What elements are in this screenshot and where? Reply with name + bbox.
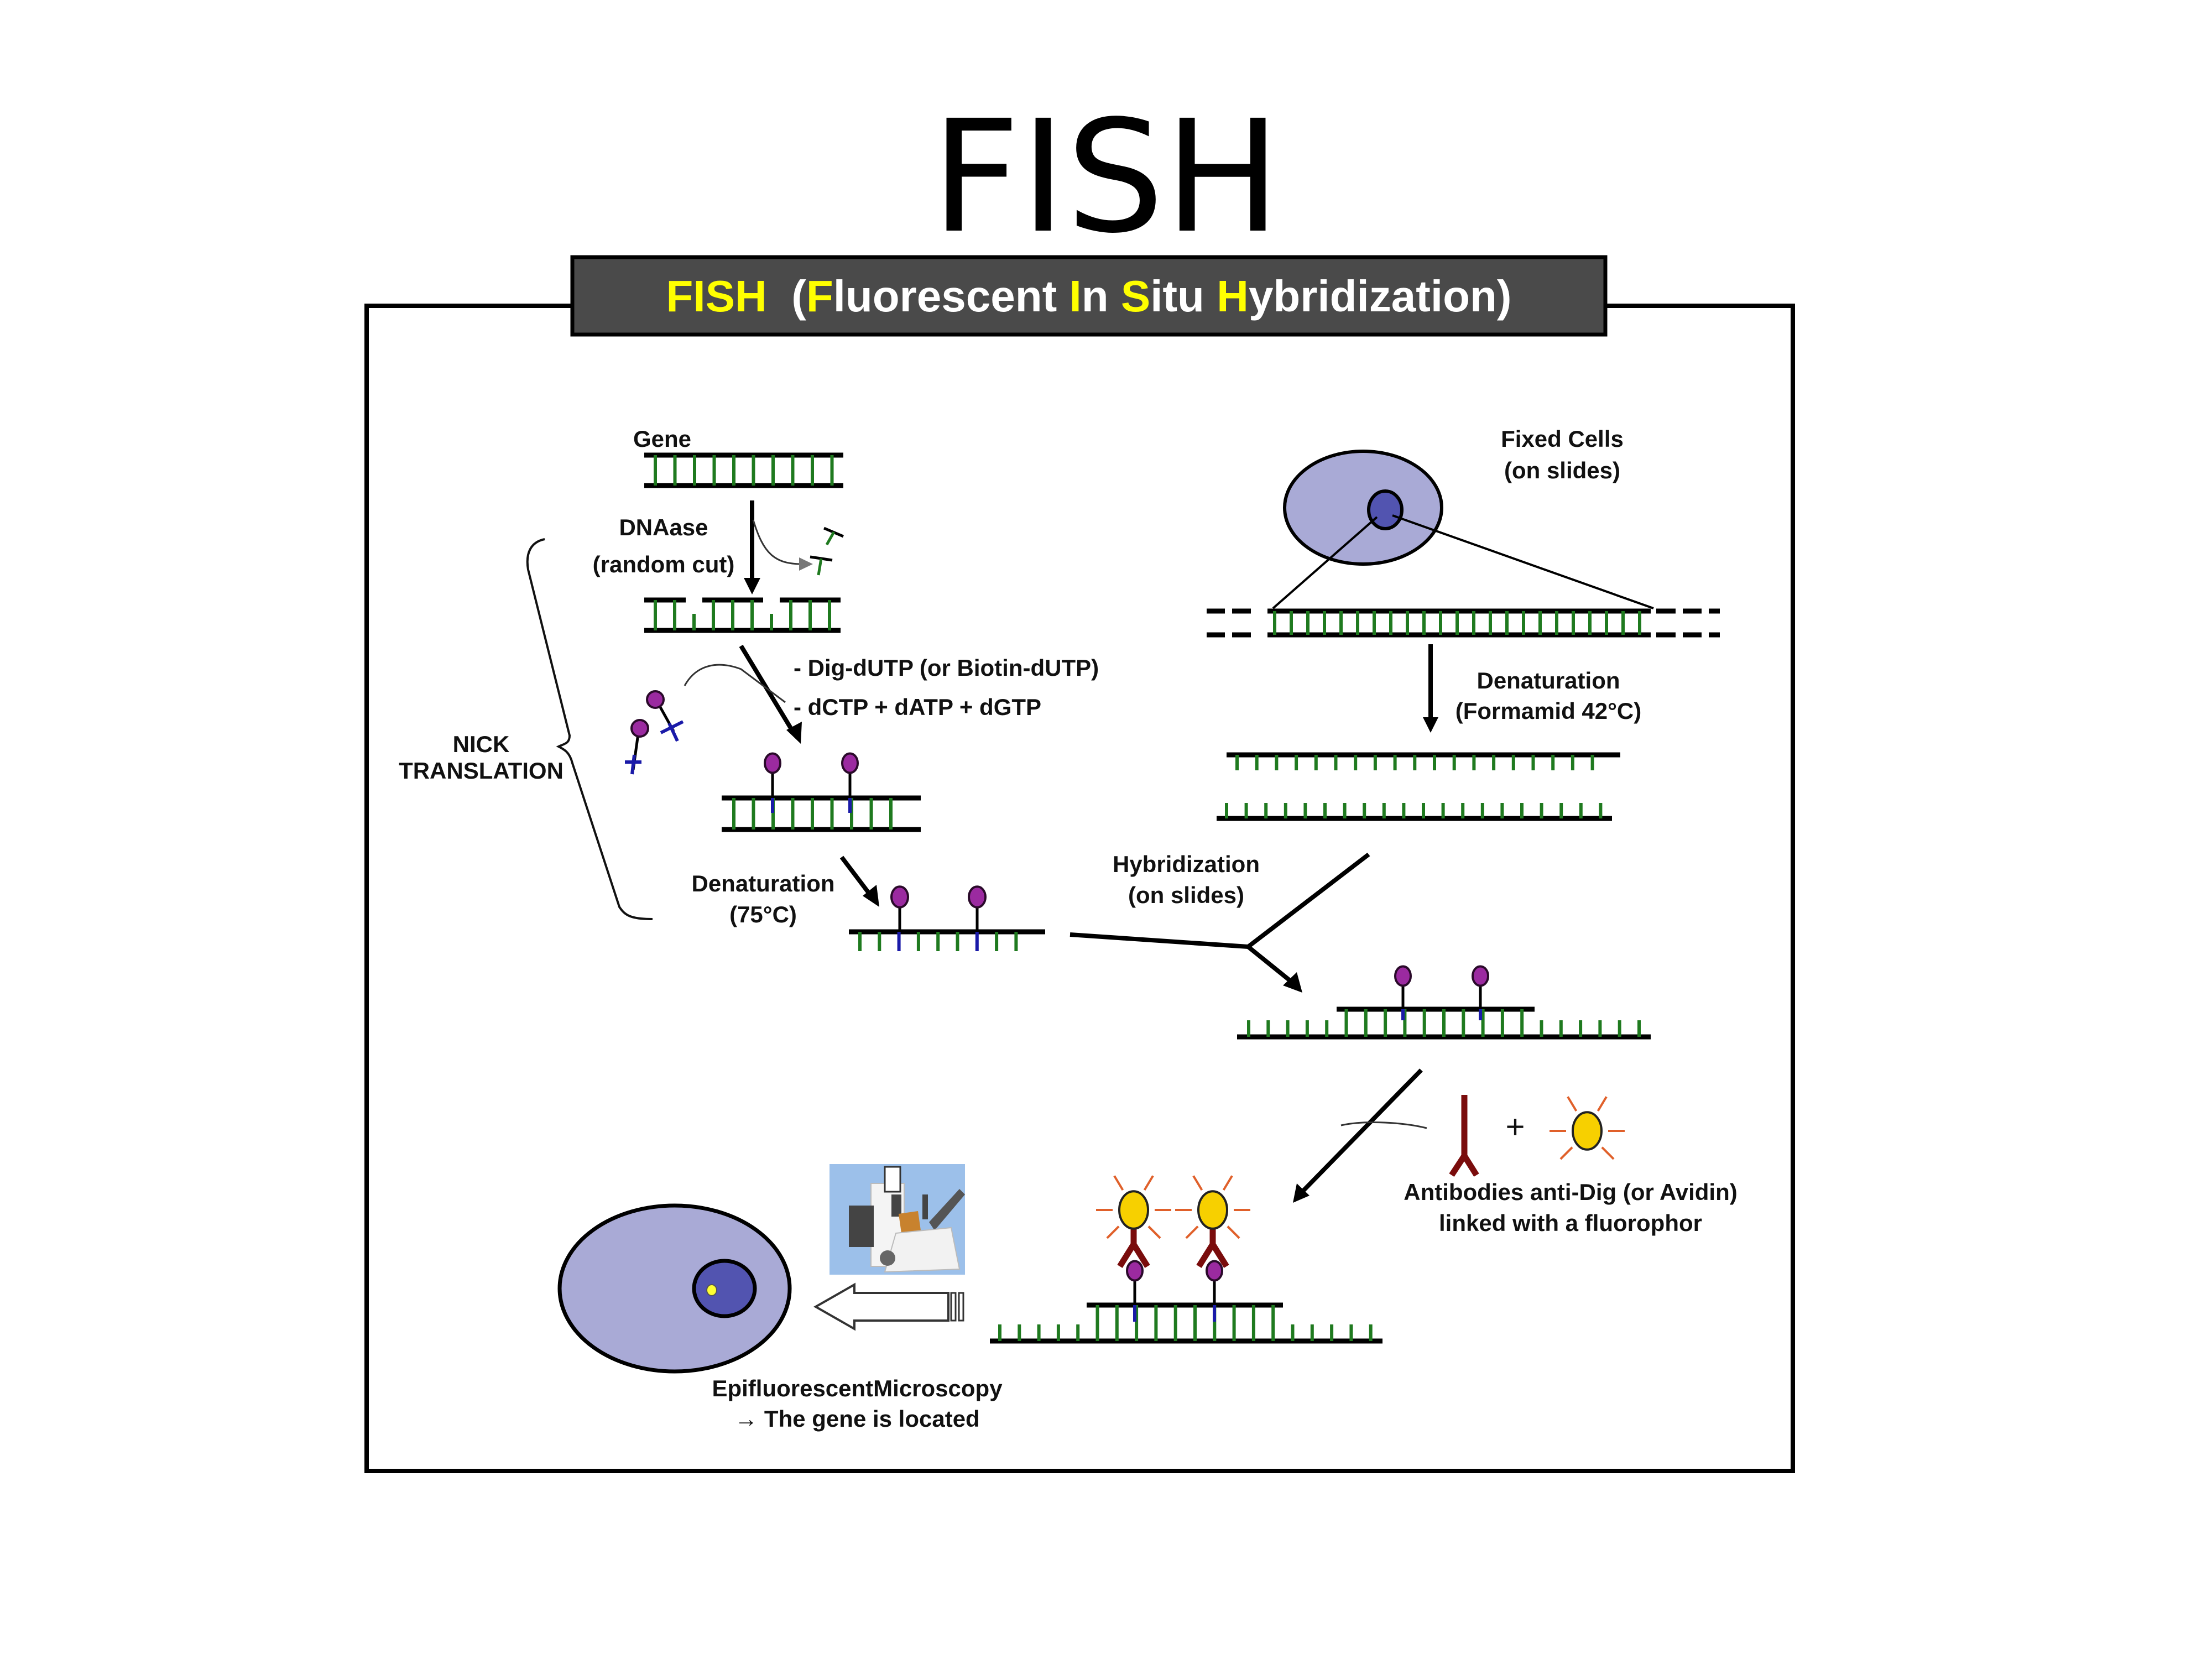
banner-text-part: n xyxy=(1082,272,1121,321)
fluorescence-ray xyxy=(1143,1175,1154,1191)
located-cell xyxy=(557,1203,792,1374)
microscope-photo xyxy=(830,1164,965,1275)
single-strand-probe xyxy=(849,885,1045,951)
label-nick: NICK xyxy=(453,731,510,757)
hybridized-probe-target xyxy=(1237,965,1651,1040)
target-chromosomal-dna xyxy=(1207,608,1720,638)
zoom-line-left xyxy=(1272,516,1378,609)
hybridization-line-target xyxy=(1246,852,1370,949)
fragment-arrowhead xyxy=(799,557,813,571)
antibody-reagent: + xyxy=(1449,1095,1625,1177)
located-cell-nucleus xyxy=(692,1259,757,1318)
fluorescence-ray xyxy=(1601,1146,1615,1160)
fluorescence-ray xyxy=(1185,1225,1199,1239)
dig-label-knob xyxy=(764,752,781,774)
label-denaturation-formamid: Denaturation xyxy=(1477,667,1620,693)
fluorescence-ray xyxy=(1113,1175,1124,1191)
banner-highlight-letter: H xyxy=(1217,272,1249,321)
label-dig-dutp: - Dig-dUTP (or Biotin-dUTP) xyxy=(794,655,1099,681)
detection-arrow xyxy=(1298,1068,1423,1196)
free-dig-nucleotides xyxy=(625,690,684,775)
fluorescence-ray xyxy=(1227,1225,1240,1239)
gene-signal-dot xyxy=(706,1284,717,1296)
banner-highlight-letter: S xyxy=(1121,272,1150,321)
label-gene: Gene xyxy=(633,426,691,452)
antibody-curve xyxy=(1340,1121,1427,1129)
dig-label-knob xyxy=(841,752,859,774)
dig-label-knob xyxy=(890,885,909,909)
gene-dna-duplex xyxy=(644,452,843,488)
banner-text-part: ybridization) xyxy=(1249,272,1512,321)
hybridization-arrow xyxy=(1246,945,1293,984)
dnaase-arrowhead xyxy=(744,578,760,594)
banner-box xyxy=(570,255,1608,337)
label-dntps: - dCTP + dATP + dGTP xyxy=(794,694,1041,720)
fluorescence-ray xyxy=(1559,1146,1573,1160)
fluorophore xyxy=(1197,1190,1228,1230)
hybridization-arrowhead xyxy=(1283,972,1302,993)
nucleotide-incorporation-curve xyxy=(684,664,786,703)
label-on-slides-2: (on slides) xyxy=(1128,882,1244,908)
dig-label-knob xyxy=(1126,1260,1144,1282)
denaturation-75-arrowhead xyxy=(863,885,879,907)
label-fixed-cells: Fixed Cells xyxy=(1501,426,1624,452)
denatured-target-strands xyxy=(1217,752,1620,821)
slide-title: FISH xyxy=(931,87,1281,268)
banner-highlight-letter: FISH xyxy=(666,272,767,321)
nick-translation-brace xyxy=(526,538,653,920)
nick-translation-arrowhead xyxy=(786,722,802,744)
denaturation-formamid-arrowhead xyxy=(1423,717,1438,733)
label-on-slides-1: (on slides) xyxy=(1504,457,1620,483)
label-gene-located: → The gene is located xyxy=(734,1406,979,1432)
label-epifluorescent-microscopy: EpifluorescentMicroscopy xyxy=(712,1375,1003,1401)
dig-label-knob xyxy=(1206,1260,1223,1282)
fluorescence-ray xyxy=(1192,1175,1203,1191)
fluorescence-ray xyxy=(1147,1225,1161,1239)
label-hybridization: Hybridization xyxy=(1113,851,1260,877)
fluorescence-ray xyxy=(1597,1096,1608,1112)
hollow-left-arrow-icon xyxy=(813,1282,964,1331)
dig-label-knob xyxy=(968,885,987,909)
dig-label-knob xyxy=(1472,965,1489,987)
nicked-dna-duplex xyxy=(644,597,841,633)
denaturation-75-arrow xyxy=(839,855,873,898)
label-formamid-42c: (Formamid 42°C) xyxy=(1455,698,1642,724)
banner-highlight-letter: F xyxy=(806,272,833,321)
banner-highlight-letter: I xyxy=(1070,272,1082,321)
sun-burst-fluorophore-icon xyxy=(1550,1096,1625,1160)
fixed-cell xyxy=(1283,450,1443,566)
y-shaped-antibody-icon xyxy=(1449,1095,1479,1177)
label-fluorophor: linked with a fluorophor xyxy=(1439,1210,1702,1236)
detection-arrowhead xyxy=(1293,1183,1310,1203)
dig-label-knob xyxy=(1394,965,1412,987)
label-antibodies: Antibodies anti-Dig (or Avidin) xyxy=(1404,1179,1738,1205)
fixed-cell-nucleus xyxy=(1367,489,1404,530)
fluorescence-ray xyxy=(1222,1175,1233,1191)
label-dnaase: DNAase xyxy=(619,514,708,540)
labeled-probe-duplex xyxy=(722,752,921,832)
fragment-curve-arrow xyxy=(752,519,802,565)
label-denaturation-75: Denaturation xyxy=(691,870,834,896)
banner-title: FISH (Fluorescent In Situ Hybridization) xyxy=(666,272,1512,321)
fluorescence-ray xyxy=(1567,1096,1578,1112)
banner-text-part: itu xyxy=(1150,272,1217,321)
label-translation: TRANSLATION xyxy=(399,758,564,784)
zoom-line-right xyxy=(1392,514,1654,609)
fluorophore xyxy=(1572,1111,1603,1151)
hybridization-line-probe xyxy=(1070,932,1249,949)
fluorophore xyxy=(1118,1190,1149,1230)
fluorescence-ray xyxy=(1106,1225,1120,1239)
banner-text-part: luorescent xyxy=(833,272,1070,321)
released-fragments xyxy=(810,526,844,576)
label-random-cut: (random cut) xyxy=(593,551,735,577)
banner-text-part: ( xyxy=(767,272,806,321)
banner: FISH (Fluorescent In Situ Hybridization) xyxy=(570,255,1608,337)
antibody-bound-hybrid xyxy=(990,1175,1383,1344)
label-75c: (75°C) xyxy=(729,901,797,927)
plus-sign: + xyxy=(1505,1108,1525,1145)
